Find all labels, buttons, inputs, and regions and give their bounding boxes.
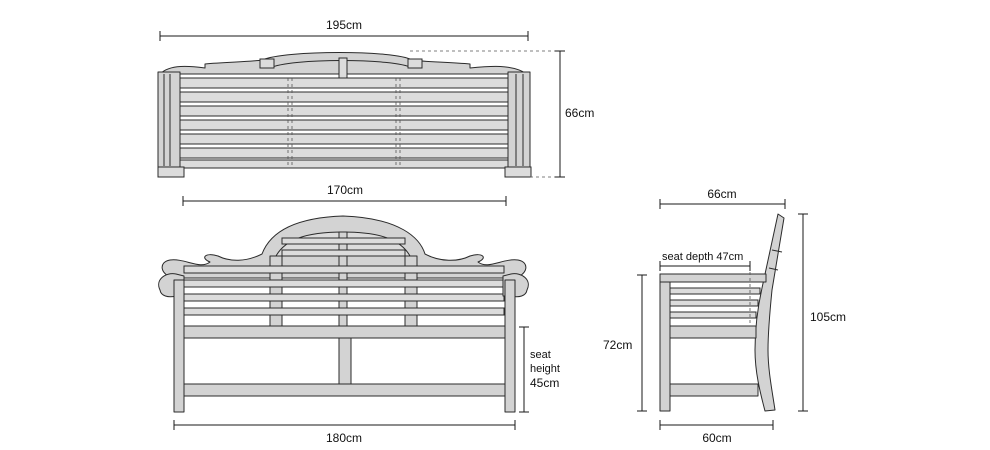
side-view-front-leg <box>659 273 671 412</box>
side-view-seat-rail <box>669 325 757 339</box>
seat-height-label-line1: seat <box>530 349 551 361</box>
front-view-right-leg <box>504 279 516 413</box>
front-view: 170cm 180cm seat height 45cm <box>158 183 560 445</box>
seat-depth-label: seat depth 47cm <box>662 251 743 263</box>
top-view-right-arm <box>507 71 531 169</box>
seat-height-value: 45cm <box>530 376 559 390</box>
top-view-left-arm <box>157 71 181 169</box>
front-view-left-leg <box>173 279 185 413</box>
side-view-back-leg <box>754 213 785 412</box>
side-view: 66cm seat depth 47cm 72cm 105cm 60cm <box>603 187 846 445</box>
front-inner-width-label: 170cm <box>327 183 363 197</box>
total-height-label: 105cm <box>810 310 846 324</box>
top-width-label: 195cm <box>326 18 362 32</box>
top-view-seat-slats <box>179 77 509 169</box>
front-view-stretcher <box>183 383 506 397</box>
base-depth-label: 60cm <box>702 431 731 445</box>
front-overall-width-label: 180cm <box>326 431 362 445</box>
arm-height-label: 72cm <box>603 338 632 352</box>
front-view-seat-rail <box>183 325 506 339</box>
side-view-stretcher <box>669 383 759 397</box>
seat-height-label-line2: height <box>530 363 560 375</box>
top-depth-label: 66cm <box>565 106 594 120</box>
side-view-arm <box>659 273 767 283</box>
side-depth-label: 66cm <box>707 187 736 201</box>
top-view: 195cm 66cm <box>157 18 594 178</box>
